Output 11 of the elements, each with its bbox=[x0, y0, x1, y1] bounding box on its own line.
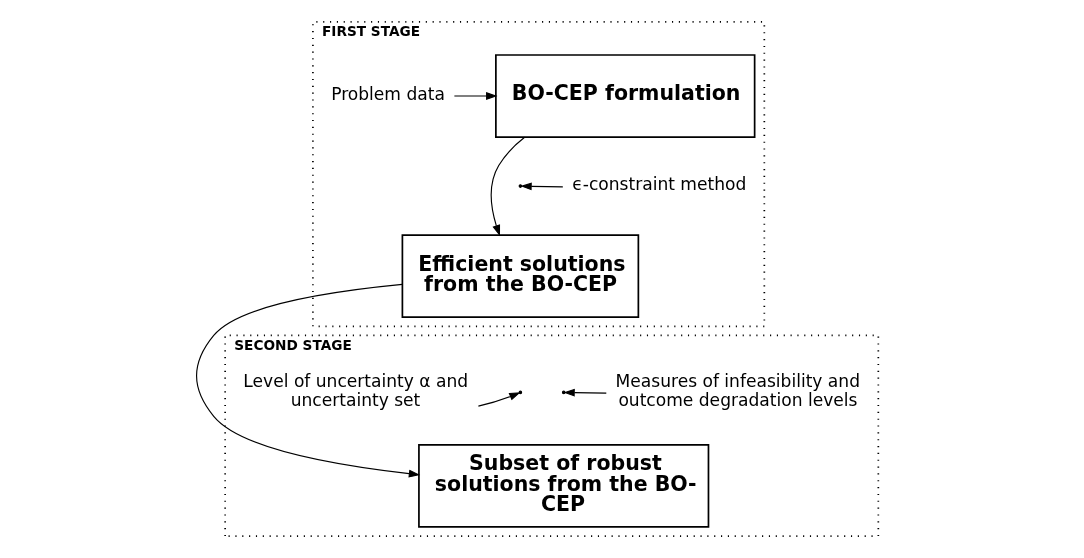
arrow bbox=[453, 92, 498, 101]
node-box: BO-CEP formulation bbox=[495, 54, 756, 138]
node-box: Subset of robust solutions from the BO-CEP bbox=[418, 444, 710, 528]
arrow bbox=[490, 136, 526, 237]
node-box: Efficient solutions from the BO-CEP bbox=[401, 234, 640, 319]
node-text: Level of uncertainty α and uncertainty set bbox=[243, 370, 469, 411]
arrow bbox=[196, 283, 421, 478]
node-text: Measures of infeasibility and outcome degradation levels bbox=[615, 370, 860, 411]
arrow bbox=[520, 182, 564, 191]
node-text: Problem data bbox=[331, 84, 445, 105]
node-text: ϵ-constraint method bbox=[572, 174, 747, 195]
